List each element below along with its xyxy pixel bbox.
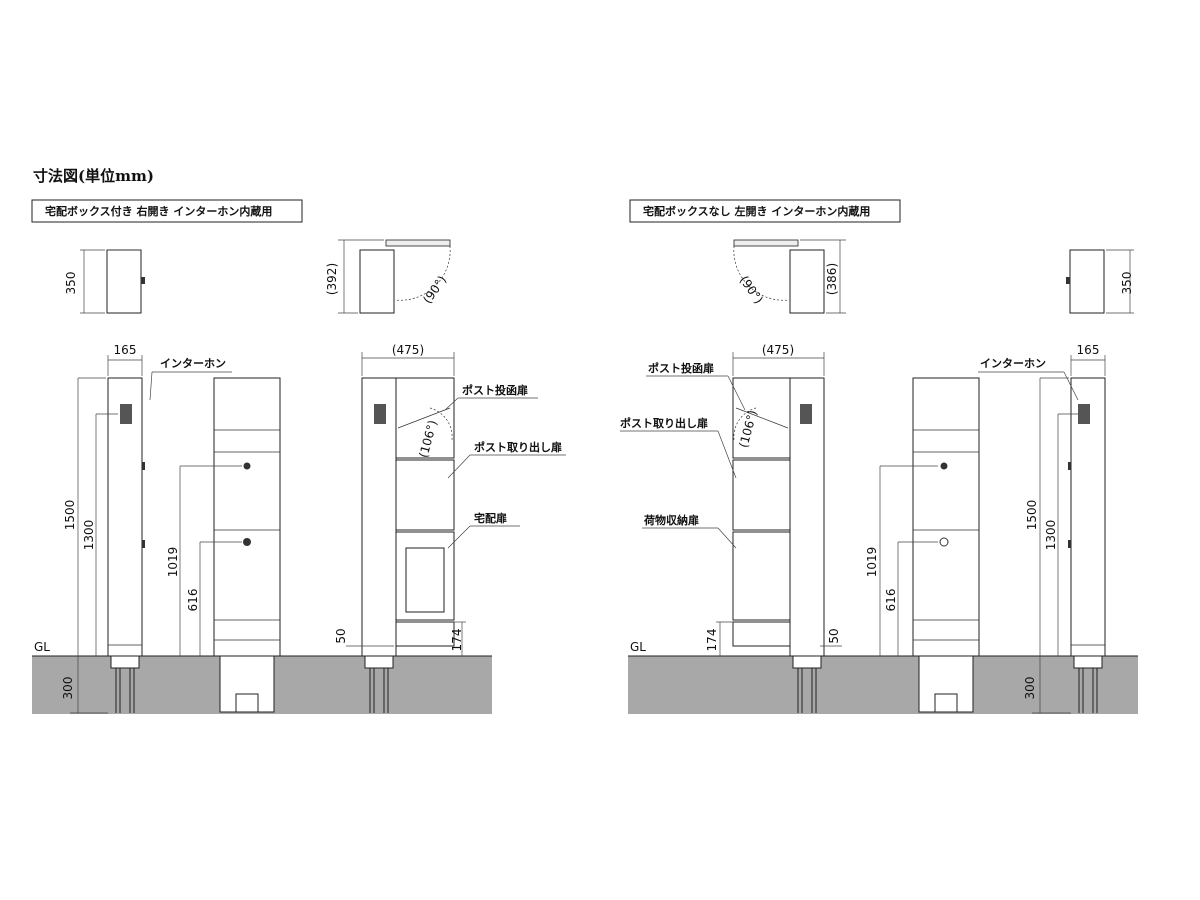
right-gl-label: GL [630, 640, 646, 654]
left-front-view: 165 インターホン 1500 1300 300 [61, 343, 232, 714]
left-h1300: 1300 [82, 520, 96, 551]
right-h300: 300 [1023, 677, 1037, 700]
left-h1019: 1019 [166, 547, 180, 578]
left-h616: 616 [186, 589, 200, 612]
right-width: 165 [1077, 343, 1100, 357]
right-h50: 50 [827, 628, 841, 643]
left-drawing: 宅配ボックス付き 右開き インターホン内蔵用 GL 350 (392) (90°… [31, 199, 566, 714]
right-top-open-depth: (386) [825, 263, 839, 295]
left-top-view-open: (392) (90°) [325, 239, 451, 314]
left-caption: 宅配ボックス付き 右開き インターホン内蔵用 [45, 204, 272, 218]
right-caption-box [629, 199, 901, 223]
left-post-remove-label: ポスト取り出し扉 [474, 440, 562, 454]
right-h1019: 1019 [865, 547, 879, 578]
right-drawing: 宅配ボックスなし 左開き インターホン内蔵用 GL 350 (386) (90°… [620, 199, 1138, 714]
left-top-view: 350 [64, 249, 145, 314]
left-h1500: 1500 [63, 500, 77, 531]
right-ground [628, 656, 1138, 714]
right-top-view-open: (386) (90°) [733, 239, 846, 314]
left-top-open-depth: (392) [325, 263, 339, 295]
right-intercom-label: インターホン [980, 357, 1046, 370]
right-open-angle: (90°) [737, 273, 766, 306]
right-h174: 174 [705, 629, 719, 652]
right-caption: 宅配ボックスなし 左開き インターホン内蔵用 [643, 204, 870, 218]
left-h300: 300 [61, 677, 75, 700]
right-h616: 616 [884, 589, 898, 612]
right-post-remove-label: ポスト取り出し扉 [620, 416, 708, 430]
right-front-view: 165 インターホン 1500 1300 300 [978, 343, 1106, 714]
right-post-insert-label: ポスト投函扉 [648, 361, 714, 375]
right-parcel-label: 荷物収納扉 [643, 513, 699, 527]
right-top-view: 350 [1066, 249, 1134, 314]
left-width: 165 [114, 343, 137, 357]
left-open-angle: (90°) [420, 273, 449, 306]
right-top-depth: 350 [1120, 272, 1134, 295]
left-post-insert-label: ポスト投函扉 [462, 383, 528, 397]
right-h1300: 1300 [1044, 520, 1058, 551]
left-h174: 174 [450, 629, 464, 652]
left-top-depth: 350 [64, 272, 78, 295]
left-side-depth: (475) [392, 343, 424, 357]
drawing-title: 寸法図(単位mm) [33, 167, 154, 185]
left-delivery-label: 宅配扉 [474, 511, 507, 525]
left-intercom-label: インターホン [160, 357, 226, 370]
right-side-depth: (475) [762, 343, 794, 357]
right-side-view: (475) (106°) ポスト投函扉 ポスト取り出し扉 荷物収納扉 50 17… [620, 343, 842, 713]
left-caption-box [31, 199, 303, 223]
left-side-view: (475) (106°) ポスト投函扉 ポスト取り出し扉 宅配扉 50 174 [334, 343, 566, 713]
left-back-view: 1019 616 [166, 377, 281, 713]
right-back-view: 1019 616 [865, 377, 980, 713]
left-h50: 50 [334, 628, 348, 643]
right-h1500: 1500 [1025, 500, 1039, 531]
left-gl-label: GL [34, 640, 50, 654]
